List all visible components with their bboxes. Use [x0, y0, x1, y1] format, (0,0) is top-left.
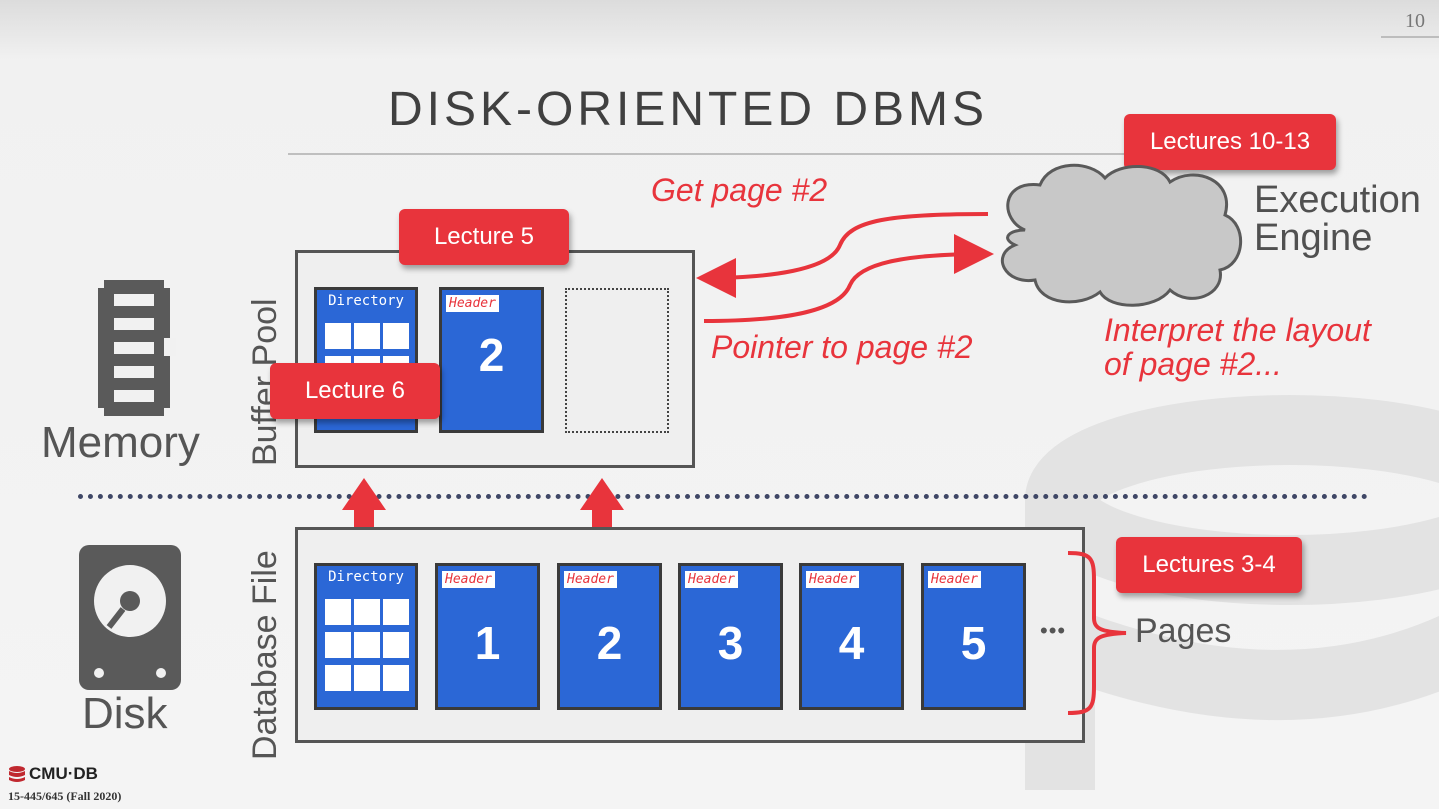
request-arrows: [696, 212, 994, 323]
directory-cell: [325, 665, 351, 691]
directory-cell: [354, 599, 380, 625]
cloud-icon: [1001, 163, 1242, 307]
page-header: Header: [928, 571, 981, 588]
disk-icon: [79, 545, 181, 690]
lecture-6-badge: Lecture 6: [270, 363, 440, 419]
disk-label: Disk: [82, 689, 168, 738]
page-header: Header: [806, 571, 859, 588]
title-rule: [288, 153, 1148, 155]
lectures-10-13-badge: Lectures 10-13: [1124, 114, 1336, 170]
directory-cell: [325, 632, 351, 658]
directory-cell: [325, 599, 351, 625]
directory-cell: [383, 665, 409, 691]
course-label: 15-445/645 (Fall 2020): [8, 789, 122, 803]
page-number: 1: [474, 617, 501, 669]
page-header: Header: [685, 571, 738, 588]
engine-label: Engine: [1254, 217, 1373, 259]
database-file-label: Database File: [246, 550, 284, 760]
page-number: 4: [838, 617, 865, 669]
load-arrow-up-icon: [580, 478, 624, 544]
execution-engine-label: Execution Engine: [1254, 181, 1421, 257]
memory-disk-divider: [78, 494, 1368, 499]
directory-cell: [325, 323, 351, 349]
memory-icon: [98, 280, 176, 416]
pages-label: Pages: [1135, 612, 1232, 650]
slide-number-rule: [1381, 36, 1439, 38]
interpret-line-2: of page #2...: [1104, 346, 1282, 382]
slide-number: 10: [1405, 10, 1425, 32]
pages-brace: [1067, 551, 1127, 715]
directory-cell: [383, 632, 409, 658]
page-number: 2: [478, 329, 505, 381]
more-pages-ellipsis: •••: [1040, 618, 1067, 643]
disk-page-1: Header 1: [435, 563, 540, 710]
disk-directory-page: Directory: [314, 563, 418, 710]
get-page-annotation: Get page #2: [651, 172, 828, 208]
disk-page-3: Header 3: [678, 563, 783, 710]
disk-page-2: Header 2: [557, 563, 662, 710]
directory-cell: [354, 323, 380, 349]
page-number: 5: [960, 617, 987, 669]
disk-page-4: Header 4: [799, 563, 904, 710]
directory-cell: [354, 632, 380, 658]
load-arrow-up-icon: [342, 478, 386, 544]
directory-title: Directory: [328, 293, 404, 309]
page-header: Header: [446, 295, 499, 312]
disk-page-5: Header 5: [921, 563, 1026, 710]
interpret-annotation: Interpret the layout of page #2...: [1104, 313, 1371, 381]
directory-cell: [354, 665, 380, 691]
interpret-line-1: Interpret the layout: [1104, 312, 1371, 348]
empty-frame: [565, 288, 669, 433]
logo-text: CMU·DB: [29, 764, 98, 783]
pointer-annotation: Pointer to page #2: [711, 329, 973, 365]
directory-cell: [383, 323, 409, 349]
cmu-db-logo: CMU·DB: [8, 764, 98, 784]
page-header: Header: [442, 571, 495, 588]
page-header: Header: [564, 571, 617, 588]
database-logo-icon: [9, 766, 25, 782]
lecture-5-badge: Lecture 5: [399, 209, 569, 265]
directory-title: Directory: [328, 569, 404, 585]
lectures-3-4-badge: Lectures 3-4: [1116, 537, 1302, 593]
slide-title: DISK-ORIENTED DBMS: [388, 83, 989, 136]
page-number: 2: [596, 617, 623, 669]
execution-label: Execution: [1254, 179, 1421, 221]
directory-cell: [383, 599, 409, 625]
memory-label: Memory: [41, 418, 200, 467]
page-number: 3: [717, 617, 744, 669]
buffer-page: Header 2: [439, 287, 544, 433]
